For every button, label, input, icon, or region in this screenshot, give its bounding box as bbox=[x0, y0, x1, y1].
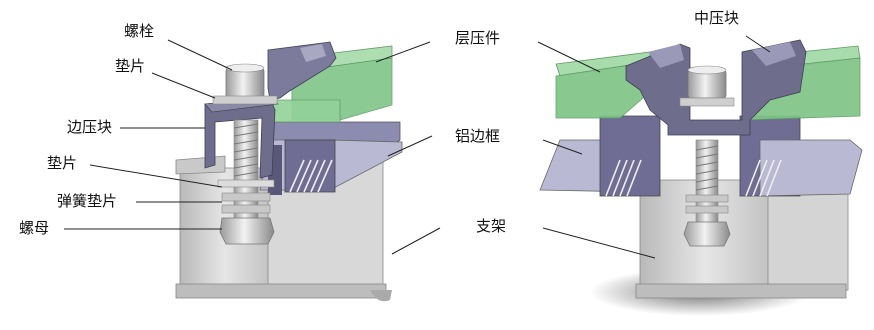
leader-lines bbox=[64, 35, 771, 259]
mid-clamp-block bbox=[625, 39, 807, 136]
label-laminate: 层压件 bbox=[455, 29, 501, 47]
label-washer-top: 垫片 bbox=[115, 57, 146, 75]
bolt-right bbox=[679, 65, 735, 247]
label-nut: 螺母 bbox=[19, 219, 50, 237]
edge-clamp-assembly bbox=[175, 41, 403, 302]
aluminum-frame-left bbox=[259, 121, 403, 195]
bolt-thread-left bbox=[233, 119, 259, 231]
label-edge-clamp: 边压块 bbox=[67, 118, 113, 136]
label-spring-washer: 弹簧垫片 bbox=[57, 192, 118, 210]
label-bracket: 支架 bbox=[476, 217, 507, 235]
leader-bracket-right bbox=[542, 227, 656, 259]
label-bolt: 螺栓 bbox=[124, 22, 155, 40]
bolt-left bbox=[212, 63, 278, 245]
leader-bracket-left bbox=[391, 227, 441, 255]
mid-clamp-assembly bbox=[539, 39, 863, 316]
aluminum-frame-right bbox=[539, 115, 863, 197]
label-washer-mid: 垫片 bbox=[47, 154, 78, 172]
leader-washer-top bbox=[151, 72, 216, 99]
label-mid-clamp: 中压块 bbox=[694, 9, 740, 27]
leader-washer-mid bbox=[89, 164, 223, 188]
leader-laminate-left bbox=[375, 41, 431, 63]
leader-mid-clamp bbox=[745, 35, 771, 53]
leader-frame-right bbox=[542, 139, 583, 155]
leader-laminate-right bbox=[537, 41, 601, 73]
leader-bolt bbox=[167, 39, 233, 71]
leader-frame-left bbox=[387, 135, 433, 157]
label-aluminum-frame: 铝边框 bbox=[455, 127, 501, 145]
